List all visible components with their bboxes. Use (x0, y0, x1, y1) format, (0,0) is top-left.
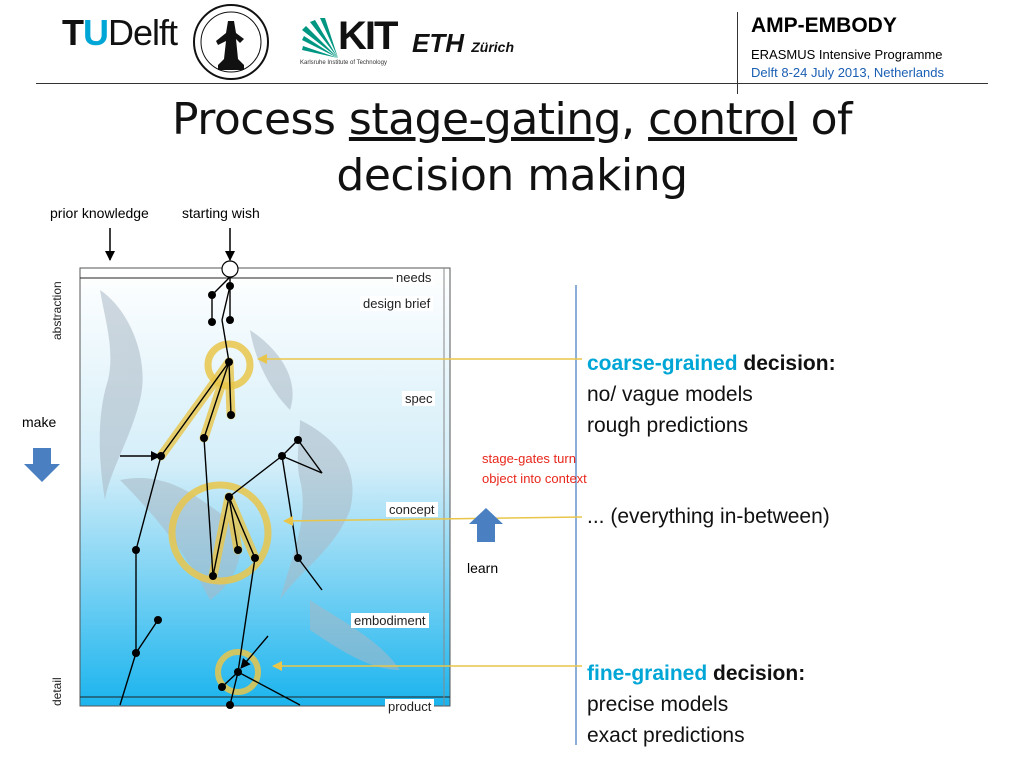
program-title: AMP-EMBODY (751, 14, 897, 37)
coarse-grained-block: coarse-grained decision: no/ vague model… (587, 352, 836, 437)
learn-label: learn (467, 560, 499, 576)
prior-knowledge-label: prior knowledge (50, 205, 149, 221)
fine-grained-block: fine-grained decision: precise models ex… (587, 662, 806, 747)
stage-concept: concept (386, 502, 438, 517)
program-subtitle: ERASMUS Intensive Programme (751, 47, 943, 62)
ntua-seal-logo (193, 4, 269, 80)
stage-product: product (385, 699, 435, 714)
header-divider-horizontal (36, 83, 988, 84)
learn-arrow-icon (469, 508, 503, 542)
stage-design-brief: design brief (360, 296, 434, 311)
stage-needs: needs (393, 270, 435, 285)
axis-detail-label: detail (50, 677, 64, 706)
slide-title: Process stage-gating, control of decisio… (171, 94, 853, 201)
starting-wish-label: starting wish (182, 205, 260, 221)
box-frame (79, 267, 451, 707)
tudelft-logo: TUDelft (62, 12, 178, 53)
program-date: Delft 8-24 July 2013, Netherlands (751, 65, 944, 80)
kit-fan-icon (302, 18, 338, 58)
in-between-block: ... (everything in-between) (587, 505, 830, 528)
make-label: make (22, 414, 57, 430)
stage-embodiment: embodiment (351, 613, 429, 628)
make-arrow-icon (24, 448, 60, 482)
stage-spec: spec (402, 391, 436, 406)
stage-gates-note: stage-gates turn object into context (482, 451, 587, 486)
axis-abstraction-label: abstraction (50, 281, 64, 340)
header-divider-vertical (737, 12, 738, 94)
eth-logo: ETH Zürich (412, 28, 515, 58)
